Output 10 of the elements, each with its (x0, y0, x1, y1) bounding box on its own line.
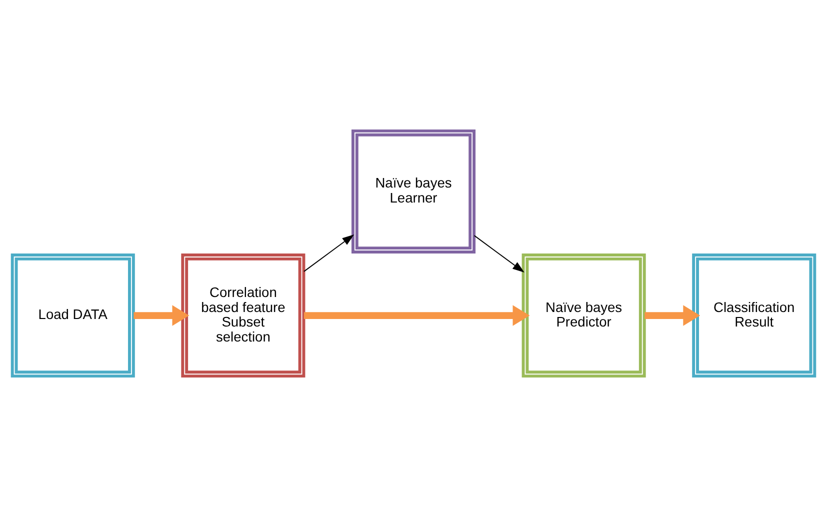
arrow (304, 305, 530, 326)
node-box: Naïve bayes Learner (351, 129, 476, 254)
node-box: Correlation based feature Subset selection (181, 254, 306, 378)
node-box: Naïve bayes Predictor (522, 254, 646, 378)
arrow (474, 235, 524, 272)
arrow (644, 305, 700, 326)
node-box: Classification Result (692, 254, 816, 378)
arrow (134, 305, 190, 326)
node-box: Load DATA (10, 254, 135, 378)
arrow (304, 234, 354, 272)
